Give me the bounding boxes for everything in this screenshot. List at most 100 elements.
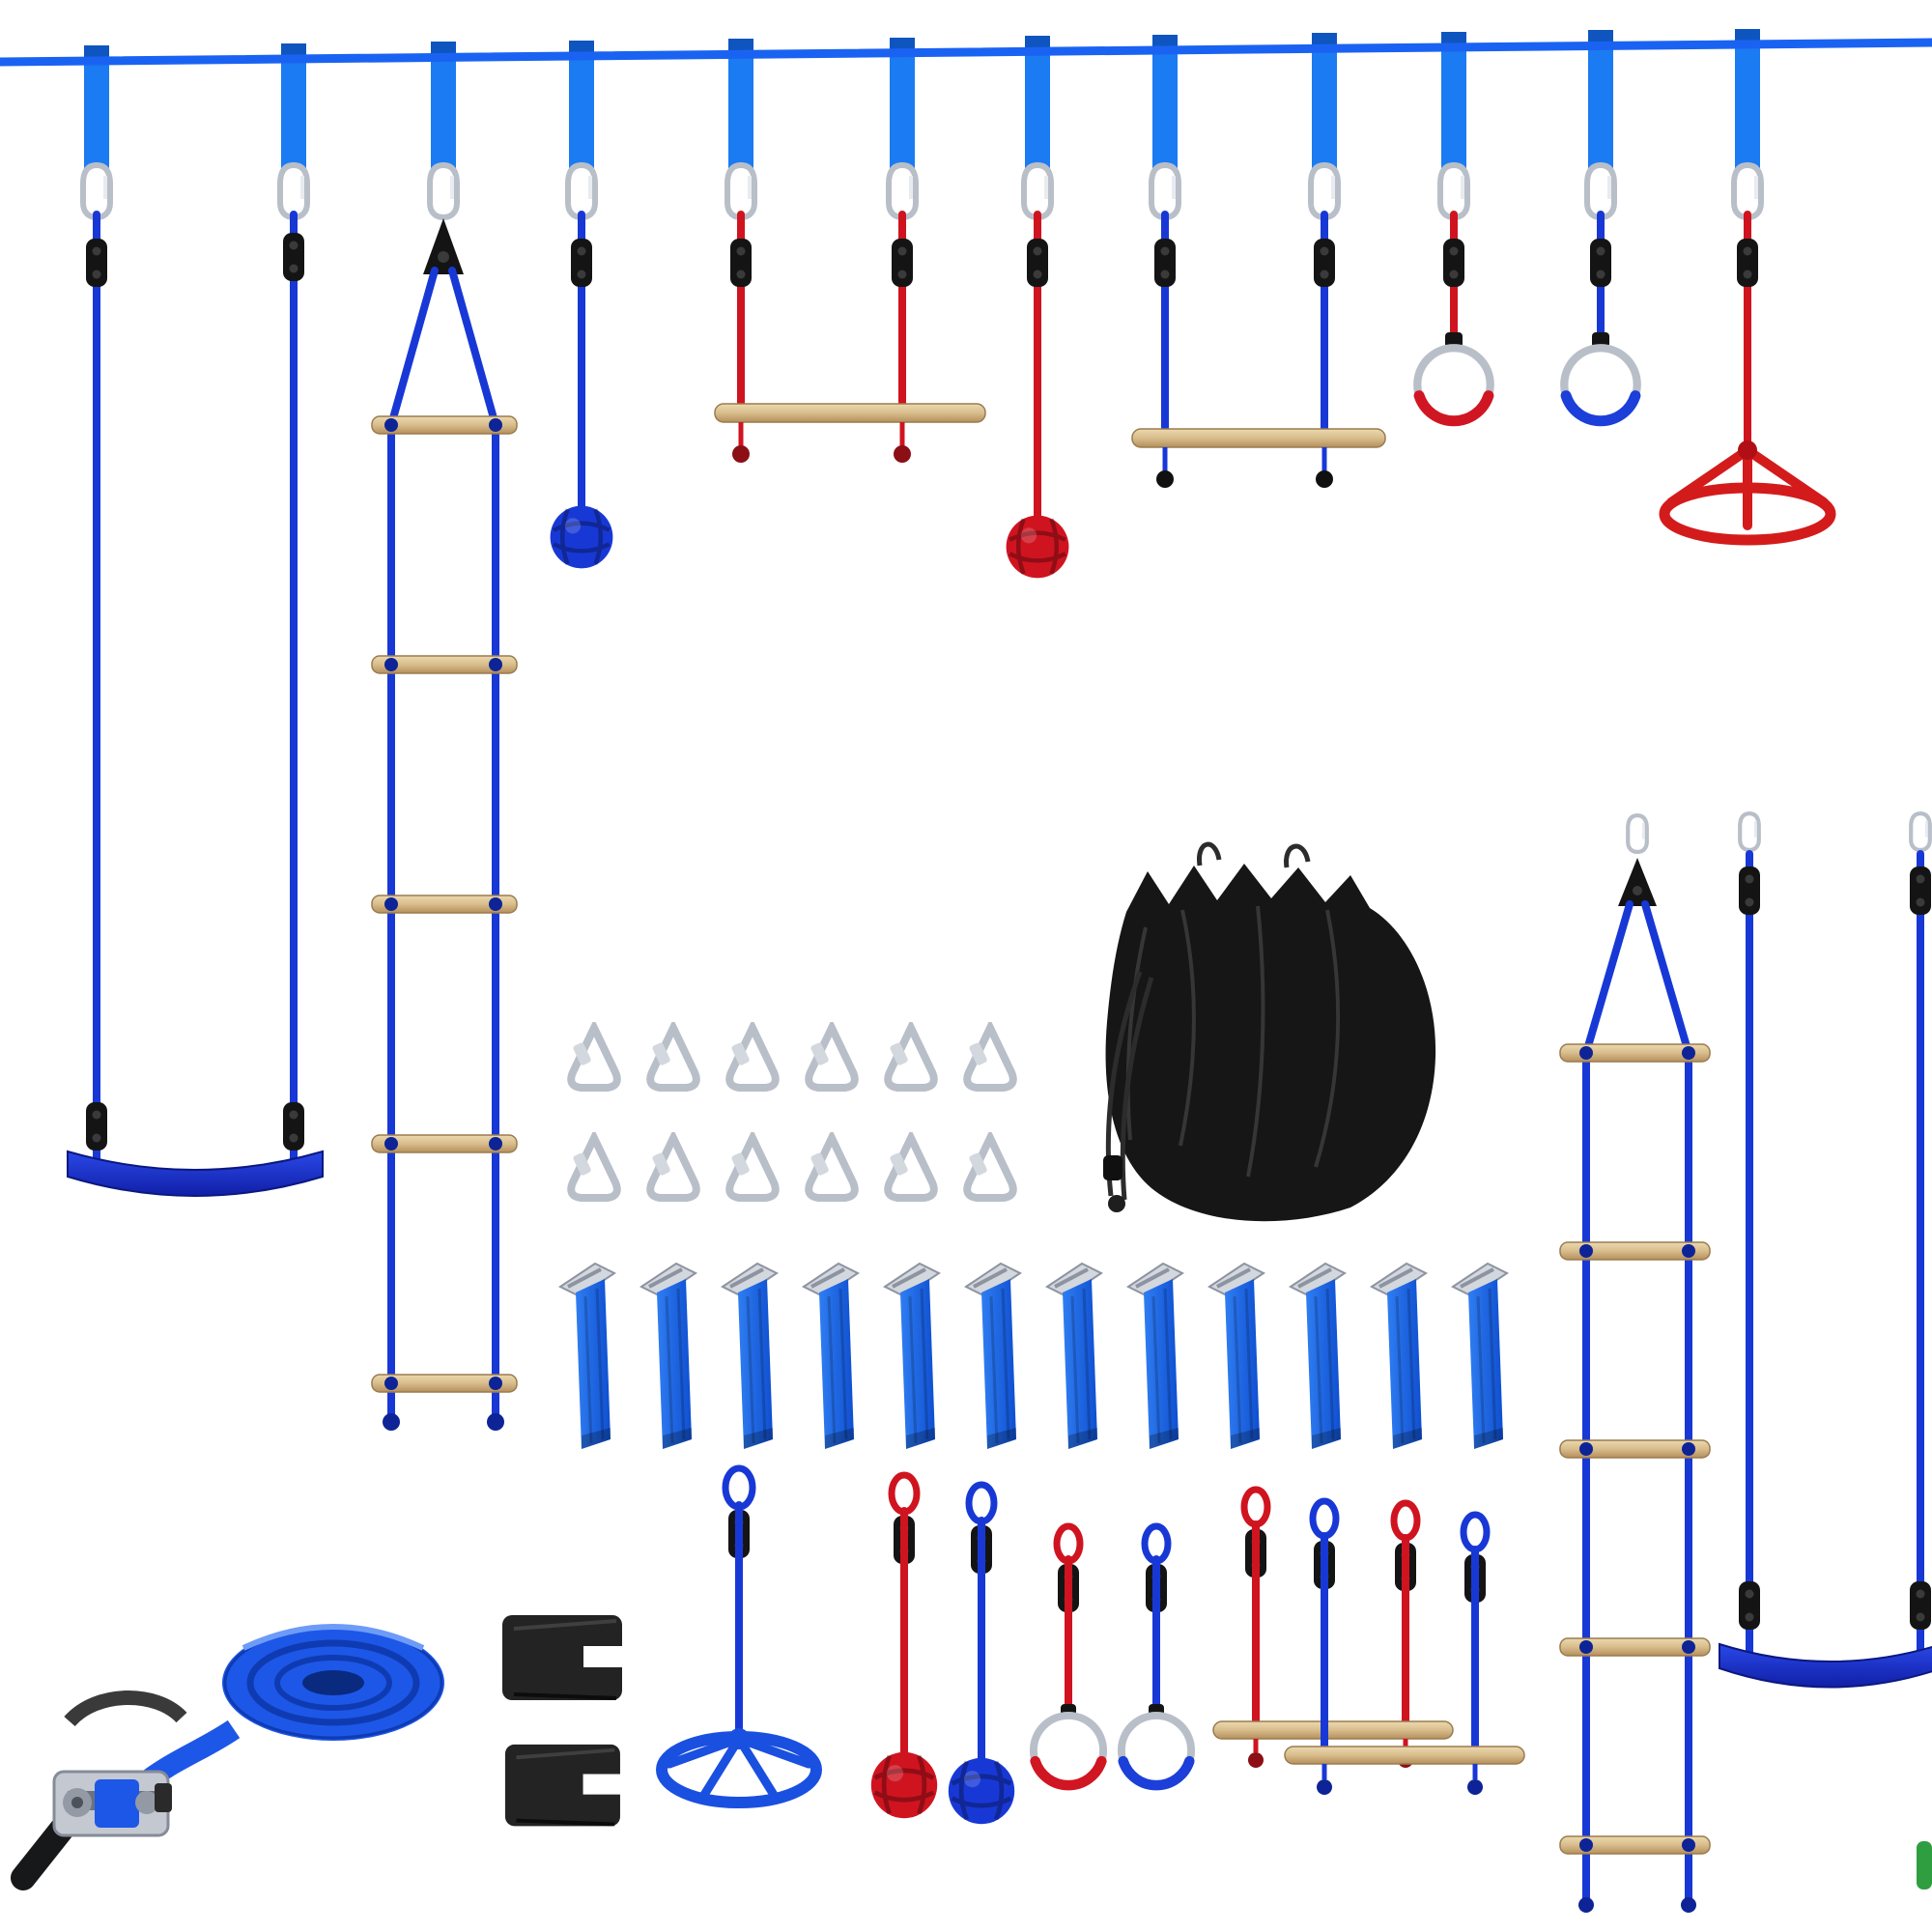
carabiner xyxy=(889,165,916,217)
tree-protector-2 xyxy=(502,1742,622,1829)
rope-knots xyxy=(1578,1046,1696,1913)
knot-stems xyxy=(738,422,905,446)
gymnastic-ring xyxy=(1122,1716,1191,1785)
rope-knot xyxy=(894,445,911,463)
buckle-strap xyxy=(721,1262,779,1451)
cord-lock xyxy=(1103,1155,1122,1180)
slackline-strap xyxy=(727,39,754,217)
carabiner xyxy=(280,165,307,217)
carabiner xyxy=(568,165,595,217)
slackline-strap xyxy=(568,41,595,217)
bag-folds xyxy=(1125,905,1341,1178)
buckle-strap xyxy=(558,1262,616,1451)
rope-clamp xyxy=(1027,239,1048,287)
monkey-fist-red-2 xyxy=(871,1471,937,1818)
ninja-wheel-red xyxy=(1659,211,1836,546)
quick-link xyxy=(809,1028,855,1088)
ladder-rope xyxy=(387,267,439,1422)
rope-clamp xyxy=(892,239,913,287)
storage-bag xyxy=(1103,841,1436,1222)
ladder-connector xyxy=(1618,858,1657,906)
quick-link-set xyxy=(571,1028,1013,1198)
webbing-handle-loop xyxy=(64,1690,187,1727)
ratchet-gear xyxy=(135,1791,158,1814)
rope-eye xyxy=(1390,1499,1421,1542)
wood-rung xyxy=(371,895,518,914)
quick-link xyxy=(650,1028,696,1088)
carabiner xyxy=(1740,813,1759,850)
ring-collar xyxy=(1445,332,1463,348)
wood-rung xyxy=(1559,1043,1711,1063)
webbing-coil xyxy=(222,1624,444,1741)
release-tab xyxy=(155,1783,172,1812)
buckle-strap xyxy=(1451,1262,1509,1451)
slackline-strap xyxy=(1440,32,1467,217)
rope-clamp xyxy=(1910,867,1931,915)
rope-eye xyxy=(1309,1497,1340,1540)
wood-rung xyxy=(1559,1637,1711,1657)
rope-swing-2 xyxy=(1719,813,1932,1889)
slackline-strap xyxy=(1311,33,1338,217)
ninja-wheel-blue xyxy=(656,1464,822,1808)
rope-clamp xyxy=(1737,239,1758,287)
rope-clamp xyxy=(730,239,752,287)
carabiner xyxy=(1734,165,1761,217)
buckle-strap xyxy=(1208,1262,1265,1451)
gym-ring-blue-1 xyxy=(1564,211,1636,421)
monkey-fist-red-1 xyxy=(1007,211,1069,578)
buckle-strap xyxy=(1126,1262,1184,1451)
buckle-strap xyxy=(639,1262,697,1451)
wood-bar xyxy=(1212,1720,1454,1740)
rope-ladder-1 xyxy=(371,218,518,1431)
monkey-fist-blue-1 xyxy=(551,211,613,569)
wood-bar xyxy=(1131,428,1386,448)
wheel-spokes xyxy=(665,1734,813,1800)
rope-clamp xyxy=(571,239,592,287)
rope-eye xyxy=(965,1481,998,1525)
wood-bar xyxy=(1284,1746,1525,1765)
ratchet-strap-set xyxy=(11,1624,444,1890)
rope-knots xyxy=(383,418,504,1431)
quick-link xyxy=(571,1028,617,1088)
buckle-strap xyxy=(964,1262,1022,1451)
carabiner xyxy=(1628,815,1647,852)
carabiner xyxy=(1911,813,1930,850)
rope-eye xyxy=(888,1471,921,1516)
ladder-connector xyxy=(423,218,464,274)
slackline-strap xyxy=(1024,36,1051,217)
buckle-strap xyxy=(1289,1262,1347,1451)
quick-link xyxy=(888,1028,934,1088)
rope-eye xyxy=(1240,1486,1271,1528)
gym-ring-red-2 xyxy=(1034,1522,1103,1785)
rope-eye xyxy=(1460,1511,1491,1553)
buckle-strap-set xyxy=(558,1262,1509,1451)
carabiner xyxy=(83,165,110,217)
quick-link xyxy=(729,1028,776,1088)
carabiner xyxy=(430,165,457,217)
wood-rung xyxy=(1559,1835,1711,1855)
rope-knot xyxy=(1156,470,1174,488)
gym-ring-blue-2 xyxy=(1122,1522,1191,1785)
wood-rung xyxy=(371,1134,518,1153)
buckle-strap xyxy=(1045,1262,1103,1451)
monkey-fist-ball xyxy=(551,506,613,569)
rope-clamp xyxy=(86,1102,107,1151)
cord-knot xyxy=(1108,1195,1125,1212)
buckle-strap xyxy=(1370,1262,1428,1451)
quick-link xyxy=(729,1138,776,1198)
knot-stems xyxy=(1321,1764,1478,1779)
wood-bar xyxy=(714,403,986,423)
bag-body xyxy=(1105,864,1436,1222)
bag-top-loops xyxy=(1197,841,1311,868)
rope-clamp xyxy=(283,233,304,281)
rope-clamp xyxy=(1739,1581,1760,1630)
wood-rung xyxy=(1559,1439,1711,1459)
slackline-strap xyxy=(1587,30,1614,217)
monkey-fist-ball xyxy=(949,1758,1014,1824)
ratchet-axle-pin xyxy=(71,1797,83,1808)
quick-link xyxy=(571,1138,617,1198)
wheel-rim xyxy=(1659,482,1836,546)
connector-hole xyxy=(1633,886,1642,895)
swing-seat xyxy=(1719,1642,1932,1689)
